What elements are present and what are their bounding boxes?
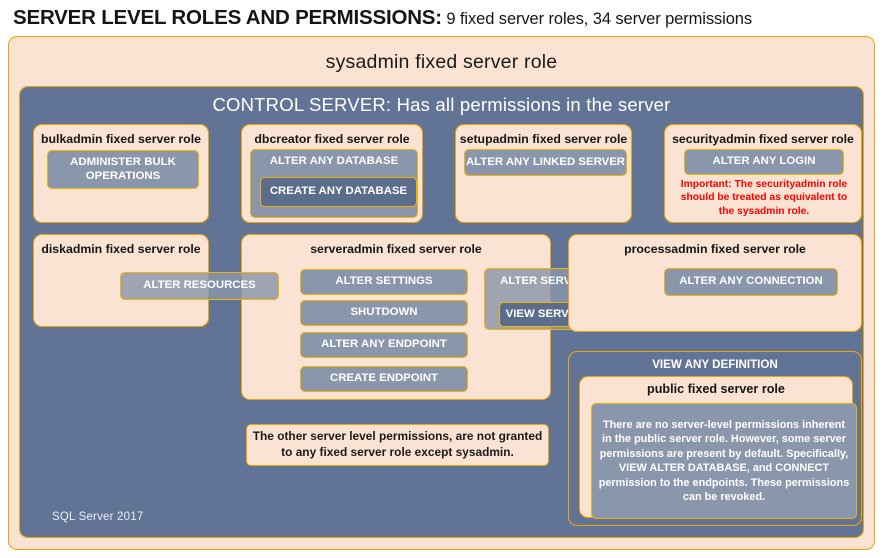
role-box-serveradmin: serveradmin fixed server role ALTER SETT… <box>241 234 551 400</box>
page-title-sub: 9 fixed server roles, 34 server permissi… <box>441 10 753 28</box>
role-title-processadmin: processadmin fixed server role <box>624 242 806 256</box>
public-role-description-box: There are no server-level permissions in… <box>591 403 857 519</box>
permission-alter-settings[interactable]: ALTER SETTINGS <box>300 269 468 295</box>
page-title-main: SERVER LEVEL ROLES AND PERMISSIONS: <box>13 6 442 29</box>
securityadmin-warning-text: Important: The securityadmin role should… <box>680 179 848 217</box>
role-title-diskadmin: diskadmin fixed server role <box>41 242 201 256</box>
permission-alter-any-endpoint[interactable]: ALTER ANY ENDPOINT <box>300 332 468 358</box>
role-box-securityadmin: securityadmin fixed server role ALTER AN… <box>664 124 862 223</box>
permission-alter-any-login[interactable]: ALTER ANY LOGIN <box>684 149 844 175</box>
sql-server-version-label: SQL Server 2017 <box>52 511 144 523</box>
role-title-serveradmin: serveradmin fixed server role <box>310 242 482 256</box>
permission-alter-any-connection[interactable]: ALTER ANY CONNECTION <box>664 268 838 296</box>
public-role-description-text: There are no server-level permissions in… <box>598 418 850 504</box>
role-title-setupadmin: setupadmin fixed server role <box>459 132 628 146</box>
permission-view-any-definition-label: VIEW ANY DEFINITION <box>652 358 778 371</box>
role-box-processadmin: processadmin fixed server role ALTER ANY… <box>568 234 862 332</box>
page-title: SERVER LEVEL ROLES AND PERMISSIONS: 9 fi… <box>13 6 873 32</box>
role-box-setupadmin: setupadmin fixed server role ALTER ANY L… <box>455 124 632 223</box>
role-box-bulkadmin: bulkadmin fixed server role ADMINISTER B… <box>33 124 209 223</box>
role-box-dbcreator: dbcreator fixed server role ALTER ANY DA… <box>241 124 423 223</box>
other-permissions-note: The other server level permissions, are … <box>246 424 549 466</box>
control-server-label: CONTROL SERVER: Has all permissions in t… <box>212 94 671 115</box>
permission-alter-any-linked-server[interactable]: ALTER ANY LINKED SERVER <box>464 149 627 176</box>
sysadmin-role-label: sysadmin fixed server role <box>325 51 558 73</box>
permission-alter-resources[interactable]: ALTER RESOURCES <box>120 272 279 300</box>
permission-view-any-definition-panel[interactable]: VIEW ANY DEFINITION public fixed server … <box>568 351 862 526</box>
permission-shutdown[interactable]: SHUTDOWN <box>300 300 468 326</box>
role-title-public: public fixed server role <box>647 382 785 396</box>
permission-create-endpoint[interactable]: CREATE ENDPOINT <box>300 366 468 392</box>
role-title-securityadmin: securityadmin fixed server role <box>672 132 854 146</box>
role-title-dbcreator: dbcreator fixed server role <box>254 132 410 146</box>
role-box-public: public fixed server role There are no se… <box>579 376 857 519</box>
permission-administer-bulk-operations[interactable]: ADMINISTER BULK OPERATIONS <box>47 150 199 189</box>
role-title-bulkadmin: bulkadmin fixed server role <box>41 132 201 146</box>
permission-create-any-database[interactable]: CREATE ANY DATABASE <box>260 177 417 207</box>
